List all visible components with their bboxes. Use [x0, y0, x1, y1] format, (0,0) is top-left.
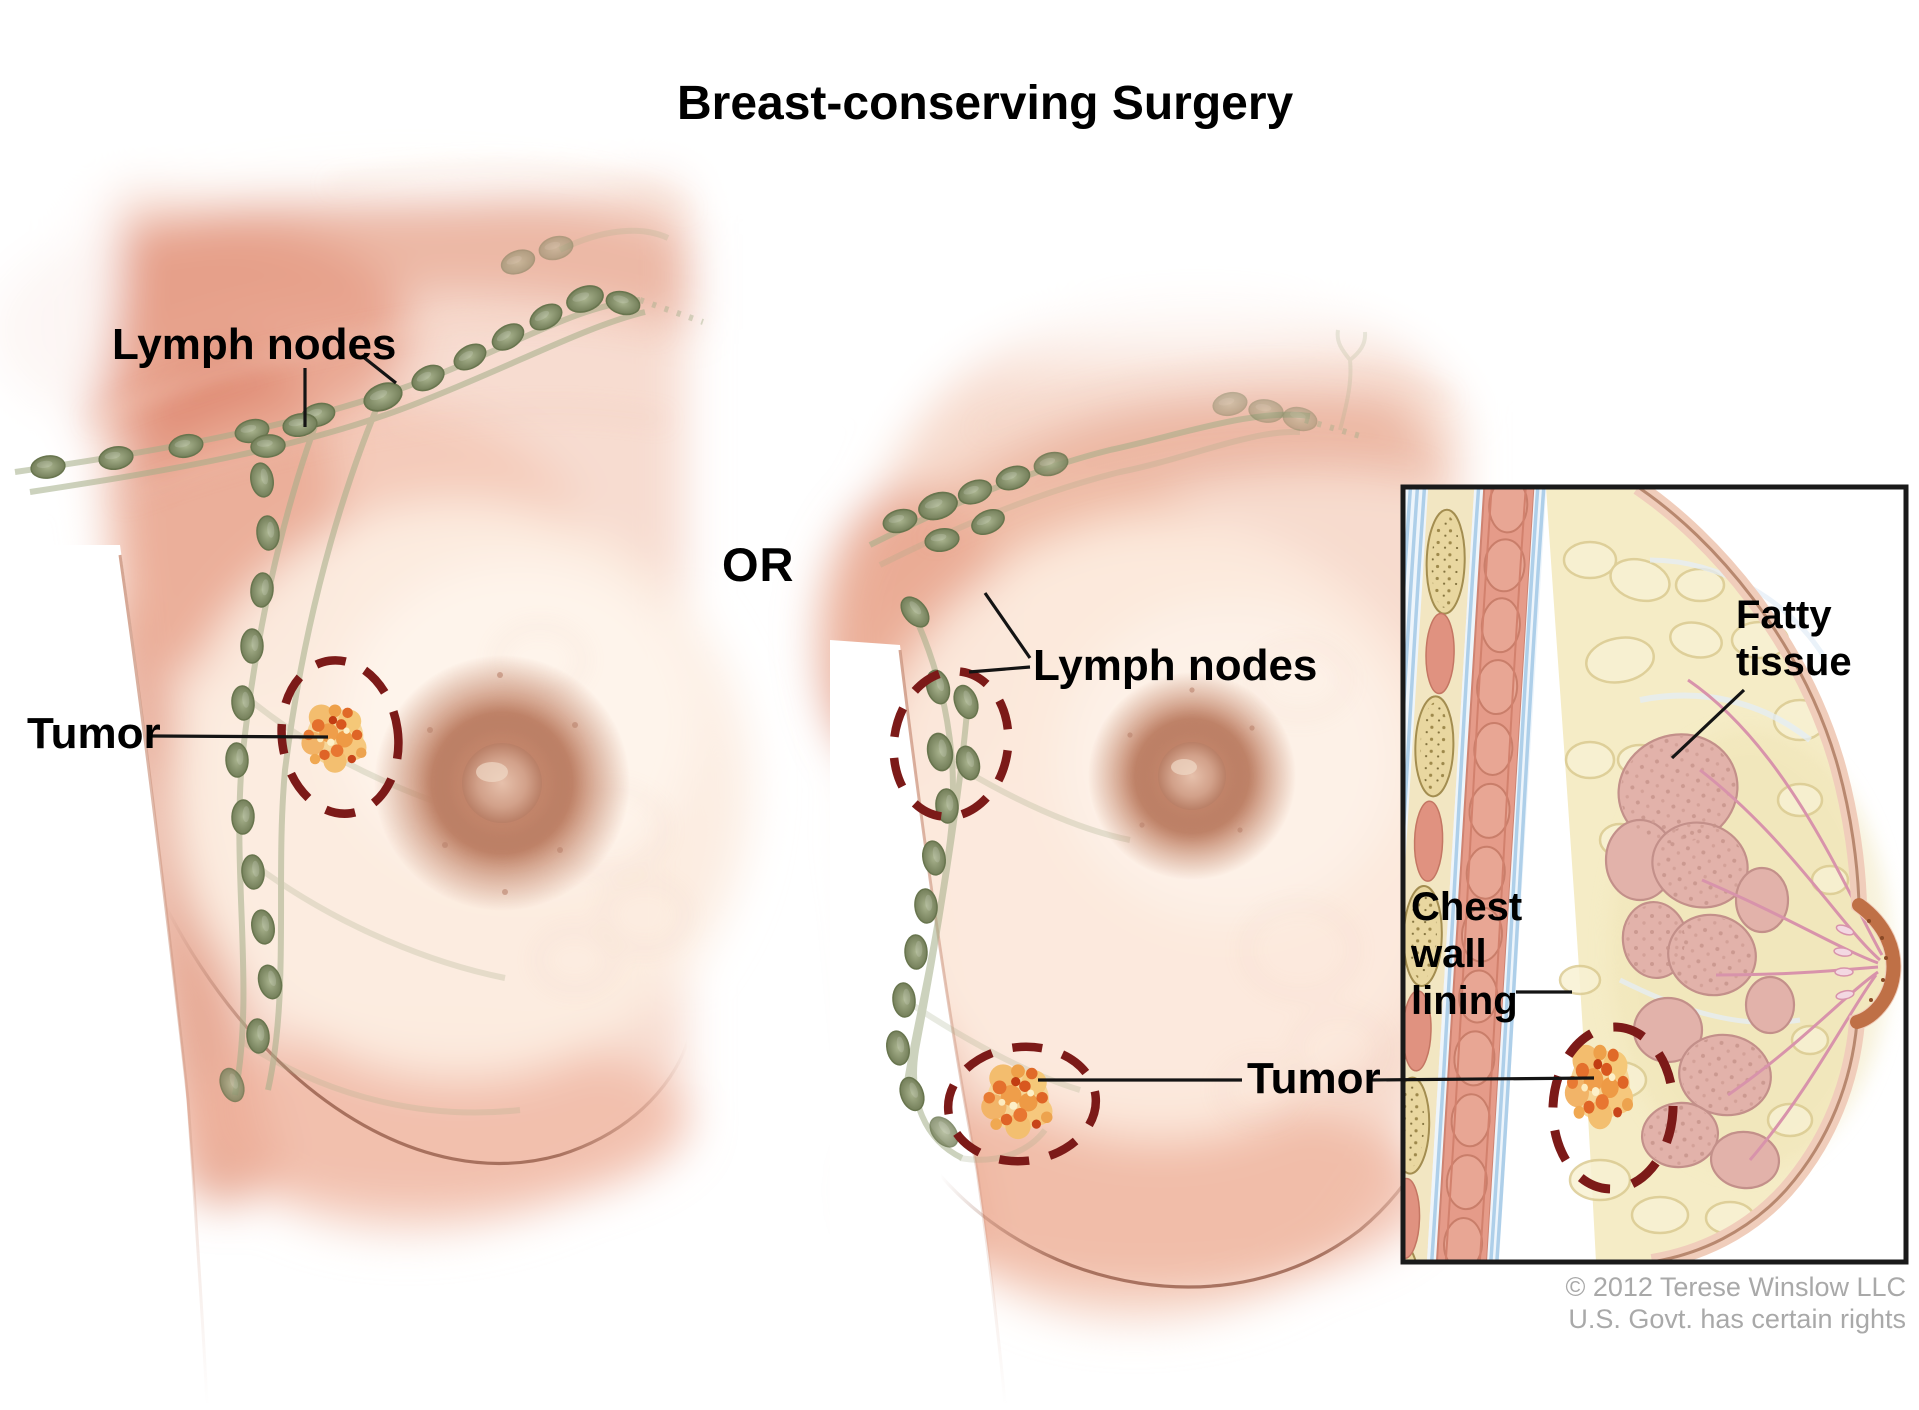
right-areola — [1088, 672, 1296, 880]
tumor-inset-leader-line — [1367, 1076, 1595, 1082]
inset-duct-sinuses — [1833, 924, 1855, 1001]
page-title: Breast-conserving Surgery — [677, 77, 1294, 130]
right-leader-lines — [968, 592, 1242, 1082]
right-breast-figure — [730, 180, 1570, 1410]
inset-tumor-dashed-circle — [1548, 1022, 1678, 1194]
left-tumor-label: Tumor — [27, 709, 161, 758]
chest-wall-lining-label: Chest wall lining — [1411, 885, 1523, 1023]
right-tumor-dashed-circle — [943, 1042, 1101, 1166]
inset-cross-section — [1400, 484, 1909, 1265]
inset-ribs — [1403, 508, 1466, 1262]
right-tumor-label: Tumor — [1247, 1054, 1381, 1103]
left-breast-figure — [0, 30, 830, 1410]
credit-line-1: © 2012 Terese Winslow LLC — [1565, 1272, 1906, 1302]
right-lymph-chain — [868, 329, 1368, 1163]
inset-chest-wall — [1403, 487, 1550, 1262]
right-tumor — [943, 1042, 1101, 1166]
inset-milk-ducts — [1687, 678, 1884, 1161]
left-leader-lines — [149, 354, 397, 739]
right-gland-outlines — [1218, 642, 1387, 1124]
inset-nipple — [1850, 898, 1901, 1029]
right-lymph-dashed-circle — [889, 667, 1013, 821]
right-lymph-nodes-label: Lymph nodes — [1033, 641, 1318, 690]
inset-leader-lines — [1516, 688, 1746, 994]
fatty-tissue-label: Fatty tissue — [1736, 593, 1852, 684]
left-areola — [374, 655, 630, 911]
left-breast-underline — [163, 904, 690, 1165]
left-tumor-dashed-circle — [277, 656, 403, 818]
credit-line-2: U.S. Govt. has certain rights — [1568, 1304, 1906, 1334]
left-lymph-nodes-label: Lymph nodes — [112, 320, 397, 369]
inset-skin-profile — [1633, 487, 1902, 1262]
inset-intercostal-muscles — [1403, 612, 1455, 1260]
left-tumor — [277, 656, 403, 818]
inset-border — [1400, 484, 1909, 1265]
or-separator-label: OR — [722, 538, 795, 591]
